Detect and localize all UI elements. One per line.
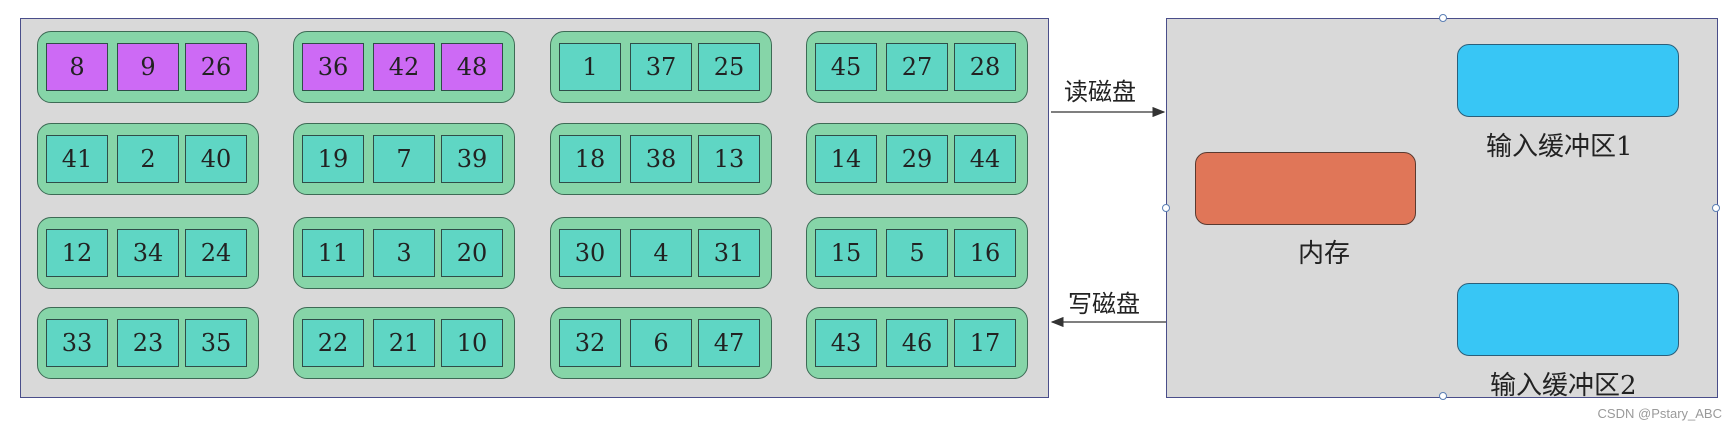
disk-cell: 42 <box>373 43 435 91</box>
disk-cell: 40 <box>185 135 247 183</box>
disk-cell: 22 <box>302 319 364 367</box>
disk-cell: 41 <box>46 135 108 183</box>
disk-cell: 38 <box>630 135 692 183</box>
disk-cell: 35 <box>185 319 247 367</box>
disk-cell: 4 <box>630 229 692 277</box>
resize-handle-left[interactable] <box>1162 204 1170 212</box>
disk-cell: 2 <box>117 135 179 183</box>
disk-cell: 36 <box>302 43 364 91</box>
input-buffer-2-label: 输入缓冲区2 <box>1490 371 1637 401</box>
disk-cell: 31 <box>698 229 760 277</box>
disk-cell: 26 <box>185 43 247 91</box>
disk-cell: 15 <box>815 229 877 277</box>
resize-handle-bottom[interactable] <box>1439 392 1447 400</box>
disk-cell: 48 <box>441 43 503 91</box>
disk-cell: 10 <box>441 319 503 367</box>
disk-cell: 37 <box>630 43 692 91</box>
disk-cell: 18 <box>559 135 621 183</box>
write-disk-label: 写磁盘 <box>1068 290 1140 318</box>
disk-cell: 33 <box>46 319 108 367</box>
disk-cell: 46 <box>886 319 948 367</box>
disk-cell: 47 <box>698 319 760 367</box>
input-buffer-1 <box>1457 44 1679 117</box>
disk-cell: 34 <box>117 229 179 277</box>
disk-cell: 5 <box>886 229 948 277</box>
disk-cell: 28 <box>954 43 1016 91</box>
watermark: CSDN @Pstary_ABC <box>1597 406 1722 421</box>
disk-cell: 43 <box>815 319 877 367</box>
disk-cell: 39 <box>441 135 503 183</box>
disk-cell: 32 <box>559 319 621 367</box>
input-buffer-2 <box>1457 283 1679 356</box>
disk-cell: 6 <box>630 319 692 367</box>
disk-cell: 16 <box>954 229 1016 277</box>
memory-block <box>1195 152 1416 225</box>
input-buffer-1-label: 输入缓冲区1 <box>1486 132 1633 162</box>
disk-cell: 23 <box>117 319 179 367</box>
disk-cell: 7 <box>373 135 435 183</box>
disk-cell: 13 <box>698 135 760 183</box>
resize-handle-top[interactable] <box>1439 14 1447 22</box>
resize-handle-right[interactable] <box>1712 204 1720 212</box>
disk-cell: 29 <box>886 135 948 183</box>
disk-cell: 17 <box>954 319 1016 367</box>
disk-cell: 27 <box>886 43 948 91</box>
disk-cell: 44 <box>954 135 1016 183</box>
disk-cell: 11 <box>302 229 364 277</box>
disk-cell: 14 <box>815 135 877 183</box>
disk-cell: 1 <box>559 43 621 91</box>
read-disk-label: 读磁盘 <box>1064 78 1136 106</box>
disk-cell: 19 <box>302 135 364 183</box>
disk-cell: 20 <box>441 229 503 277</box>
disk-cell: 45 <box>815 43 877 91</box>
disk-cell: 24 <box>185 229 247 277</box>
memory-label: 内存 <box>1298 239 1351 269</box>
disk-cell: 9 <box>117 43 179 91</box>
disk-cell: 30 <box>559 229 621 277</box>
disk-cell: 12 <box>46 229 108 277</box>
disk-cell: 21 <box>373 319 435 367</box>
disk-cell: 8 <box>46 43 108 91</box>
disk-cell: 3 <box>373 229 435 277</box>
disk-cell: 25 <box>698 43 760 91</box>
